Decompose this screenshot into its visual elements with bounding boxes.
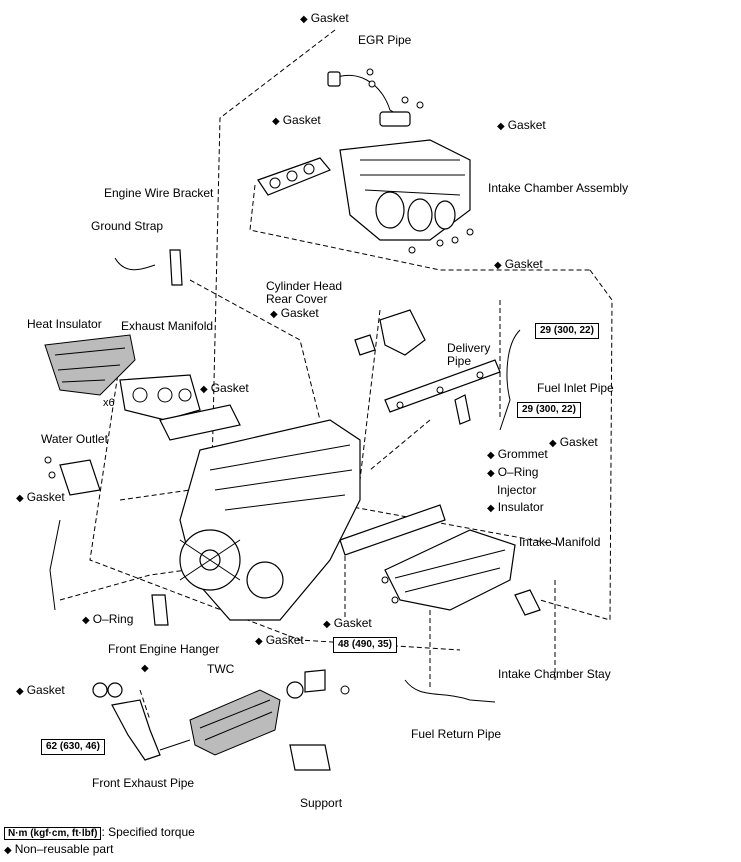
nonreusable-diamond-icon: ◆ [323, 619, 331, 630]
nonreusable-diamond-icon: ◆ [4, 845, 12, 856]
nonreusable-diamond-icon: ◆ [141, 663, 149, 674]
label-x6: x6 [103, 397, 115, 409]
nonreusable-diamond-icon: ◆ [16, 493, 24, 504]
nonreusable-diamond-icon: ◆ [200, 384, 208, 395]
nonreusable-diamond-icon: ◆ [270, 309, 278, 320]
legend-torque-text: : Specified torque [101, 825, 195, 839]
label-gasket-twc: ◆Gasket [255, 633, 304, 648]
label-fuel-return-pipe: Fuel Return Pipe [411, 727, 502, 741]
label-ground-strap: Ground Strap [91, 219, 164, 233]
label-fuel-inlet-pipe: Fuel Inlet Pipe [537, 381, 614, 395]
label-gasket-fuel-lower: ◆Gasket [549, 435, 598, 450]
label-heat-insulator: Heat Insulator [27, 317, 102, 331]
nonreusable-diamond-icon: ◆ [487, 468, 495, 479]
label-gasket-water: ◆Gasket [16, 490, 65, 505]
label-o-ring-injector: ◆O–Ring [487, 465, 539, 480]
label-gasket-fuel-inlet: ◆Gasket [494, 257, 543, 272]
torque-fuel-inlet-lower: 29 (300, 22) [517, 402, 581, 418]
label-grommet: ◆Grommet [487, 447, 548, 462]
label-twc: TWC [207, 662, 235, 676]
nonreusable-diamond-icon: ◆ [497, 121, 505, 132]
nonreusable-diamond-icon: ◆ [82, 615, 90, 626]
label-cylinder-head-rear-cover-2: Rear Cover [266, 292, 328, 306]
torque-twc: 48 (490, 35) [333, 637, 397, 653]
label-water-outlet: Water Outlet [41, 432, 108, 446]
label-insulator: ◆Insulator [487, 500, 544, 515]
label-engine-wire-bracket: Engine Wire Bracket [104, 186, 214, 200]
label-front-exhaust-pipe: Front Exhaust Pipe [92, 776, 195, 790]
nonreusable-diamond-icon: ◆ [300, 14, 308, 25]
label-front-engine-hanger: Front Engine Hanger [108, 642, 220, 656]
nonreusable-diamond-icon: ◆ [255, 636, 263, 647]
nonreusable-diamond-icon: ◆ [272, 116, 280, 127]
label-gasket-top: ◆Gasket [300, 11, 349, 26]
label-gasket-exhaust: ◆Gasket [200, 381, 249, 396]
torque-fuel-inlet-upper: 29 (300, 22) [535, 323, 599, 339]
nonreusable-diamond-icon: ◆ [494, 260, 502, 271]
label-egr-pipe: EGR Pipe [358, 33, 412, 47]
label-support: Support [300, 796, 343, 810]
label-intake-chamber-assembly: Intake Chamber Assembly [488, 181, 629, 195]
label-gasket-front-exhaust: ◆Gasket [16, 683, 65, 698]
label-o-ring-left: ◆O–Ring [82, 612, 134, 627]
label-delivery-pipe-2: Pipe [447, 354, 472, 368]
legend-nonreusable-text: Non–reusable part [14, 842, 114, 856]
legend-nonreusable: ◆Non–reusable part [4, 842, 113, 858]
legend-torque: N·m (kgf·cm, ft·lbf): Specified torque [4, 825, 195, 841]
torque-front-exhaust: 62 (630, 46) [41, 739, 105, 755]
label-injector: Injector [497, 483, 537, 497]
nonreusable-diamond-icon: ◆ [487, 503, 495, 514]
label-gasket-intake-chamber: ◆Gasket [272, 113, 321, 128]
label-gasket-rear-cover: ◆Gasket [270, 306, 319, 321]
label-gasket-intake-manifold: ◆Gasket [323, 616, 372, 631]
label-intake-manifold: Intake Manifold [519, 535, 601, 549]
label-intake-chamber-stay: Intake Chamber Stay [498, 667, 611, 681]
label-delivery-pipe-1: Delivery [447, 341, 491, 355]
label-gasket-egr-right: ◆Gasket [497, 118, 546, 133]
legend-torque-box: N·m (kgf·cm, ft·lbf) [4, 827, 102, 840]
nonreusable-diamond-icon: ◆ [16, 686, 24, 697]
label-exhaust-manifold: Exhaust Manifold [121, 319, 214, 333]
nonreusable-diamond-icon: ◆ [549, 438, 557, 449]
nonreusable-diamond-icon: ◆ [487, 450, 495, 461]
label-cylinder-head-rear-cover-1: Cylinder Head [266, 279, 343, 293]
